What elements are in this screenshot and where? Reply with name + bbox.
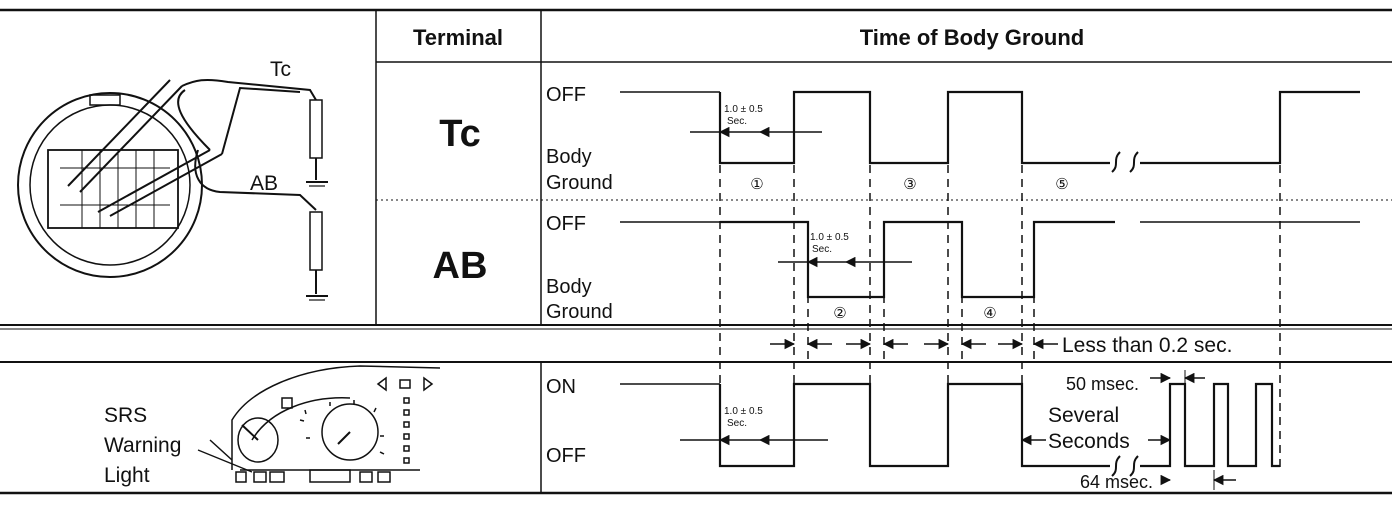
light-off-label: OFF [546, 445, 586, 467]
srs-warning-light-label-1: SRS [104, 404, 147, 427]
ab-waveform [620, 220, 1360, 299]
terminal-ab: AB [433, 245, 488, 287]
pulse-arrows [1150, 370, 1236, 490]
tc-duration-unit: Sec. [727, 116, 747, 127]
light-on-label: ON [546, 376, 576, 398]
header-time-of-body-ground: Time of Body Ground [860, 25, 1084, 50]
gap-note: Less than 0.2 sec. [1062, 334, 1232, 357]
tc-duration-value: 1.0 ± 0.5 [724, 104, 763, 115]
connector-tc-label: Tc [270, 58, 291, 81]
table-grid [0, 8, 1392, 495]
duration-arrows [680, 126, 912, 446]
tc-ground-label-1: Body [546, 146, 592, 168]
terminal-tc: Tc [439, 113, 481, 155]
pulse-on-duration: 50 msec. [1066, 374, 1139, 394]
srs-leader-line [197, 449, 253, 473]
several-seconds-label-2: Seconds [1048, 430, 1130, 453]
tc-ground-label-2: Ground [546, 172, 613, 194]
several-seconds-label-1: Several [1048, 404, 1119, 427]
light-break-mark [1111, 455, 1139, 477]
step-marker-4: ④ [983, 305, 996, 322]
srs-warning-light-label-2: Warning [104, 434, 181, 457]
light-duration-unit: Sec. [727, 418, 747, 429]
step-marker-5: ⑤ [1055, 176, 1068, 193]
pulse-period: 64 msec. [1080, 472, 1153, 492]
connector-ab-label: AB [250, 172, 278, 195]
step-marker-3: ③ [903, 176, 916, 193]
tc-off-label: OFF [546, 84, 586, 106]
header-terminal: Terminal [413, 25, 503, 50]
light-duration-value: 1.0 ± 0.5 [724, 406, 763, 417]
instrument-cluster-illustration [209, 365, 441, 483]
ab-duration-unit: Sec. [812, 244, 832, 255]
time-guides [719, 95, 1281, 470]
srs-warning-light-label-3: Light [104, 464, 150, 487]
ab-ground-label-1: Body [546, 276, 592, 298]
tc-waveform [620, 90, 1360, 165]
ab-ground-label-2: Ground [546, 301, 613, 323]
light-waveform [620, 382, 1280, 468]
ab-off-label: OFF [546, 213, 586, 235]
step-marker-1: ① [750, 176, 763, 193]
step-marker-2: ② [833, 305, 846, 322]
connector-illustration [17, 78, 328, 301]
ab-duration-value: 1.0 ± 0.5 [810, 232, 849, 243]
tc-break-mark [1111, 151, 1139, 173]
